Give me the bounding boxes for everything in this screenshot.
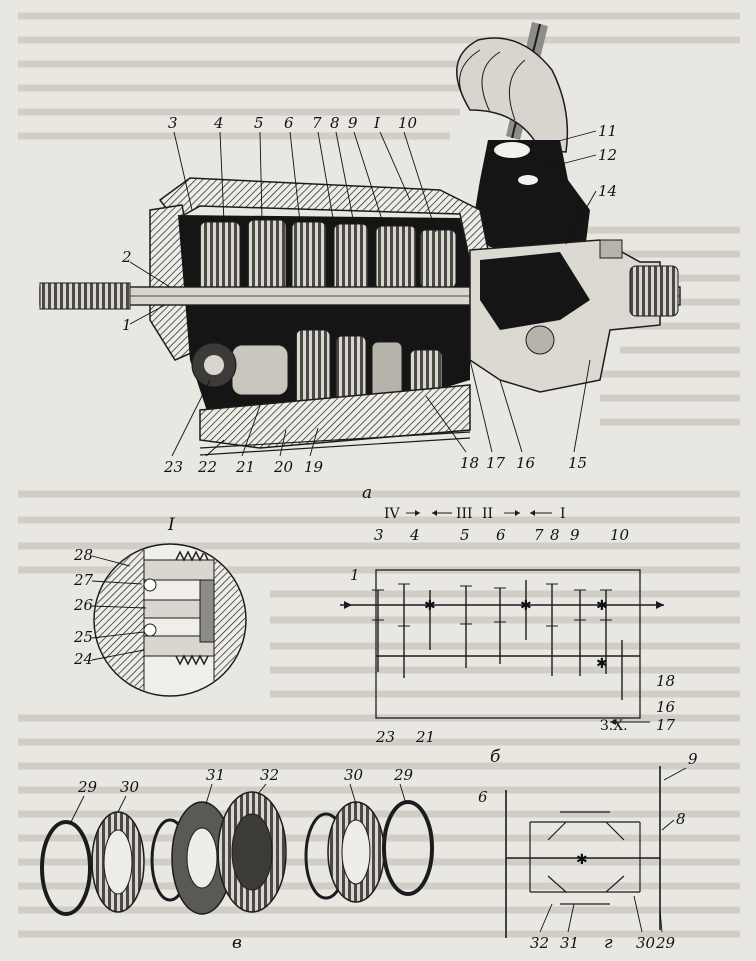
callout-19: 19 — [304, 458, 324, 476]
snap-ring-left — [40, 820, 92, 916]
scheme-v-callouts: 29 30 31 32 30 29 — [77, 766, 414, 796]
callout-21: 21 — [235, 458, 255, 476]
g-callout-30: 30 — [636, 934, 656, 952]
g-callout-6: 6 — [478, 788, 488, 806]
callout-6: 6 — [284, 114, 294, 132]
callout-12: 12 — [598, 146, 617, 164]
detail-I-callouts: 28 27 26 25 24 — [73, 546, 147, 668]
callout-I: I — [373, 114, 381, 132]
housing-base — [199, 384, 471, 449]
svg-text:✱: ✱ — [596, 656, 608, 672]
snap-ring-right — [382, 800, 434, 896]
gear-IV-label: IV — [384, 506, 401, 522]
svg-text:✱: ✱ — [520, 598, 532, 614]
svg-text:✱: ✱ — [424, 598, 436, 614]
b-callout-10: 10 — [610, 526, 630, 544]
callout-15: 15 — [568, 454, 587, 472]
b-callout-17: 17 — [656, 716, 676, 734]
b-callout-18: 18 — [656, 672, 675, 690]
callout-9: 9 — [348, 114, 358, 132]
view-a-leaders — [129, 130, 597, 457]
detail-I-title: I — [167, 515, 175, 535]
svg-text:✱: ✱ — [576, 852, 588, 868]
callout-5: 5 — [254, 114, 264, 132]
gear-II-label: II — [482, 506, 493, 522]
b-callout-3: 3 — [374, 526, 384, 544]
callout-27: 27 — [73, 571, 94, 589]
b-callout-6: 6 — [496, 526, 506, 544]
b-callout-23: 23 — [375, 728, 395, 746]
v-callout-31: 31 — [206, 766, 225, 784]
lower-gears — [191, 329, 443, 411]
b-callout-4: 4 — [409, 526, 420, 544]
v-callout-30b: 30 — [344, 766, 364, 784]
scheme-g-callouts: 9 6 8 32 31 30 29 — [478, 750, 698, 952]
synchronizer-exploded-view: 29 30 31 32 30 29 в — [40, 766, 434, 953]
b-callout-1: 1 — [350, 566, 360, 584]
callout-24: 24 — [73, 650, 93, 668]
upper-gears — [199, 219, 457, 293]
detail-I-view: I 28 27 26 25 24 — [73, 515, 247, 697]
g-callout-29: 29 — [655, 934, 676, 952]
b-callout-8: 8 — [550, 526, 560, 544]
g-callout-9: 9 — [688, 750, 698, 768]
gearbox-cutaway-view: 3 4 5 6 7 8 9 I 10 11 12 14 2 1 23 22 21… — [39, 22, 681, 503]
kinematic-scheme-b: IV III II I 3 4 5 6 7 8 9 10 1 18 16 17 … — [340, 506, 676, 767]
gear-III-label: III — [456, 506, 473, 522]
callout-17: 17 — [486, 454, 506, 472]
scheme-b-callouts: 3 4 5 6 7 8 9 10 1 18 16 17 23 21 З.Х. — [350, 526, 676, 746]
callout-7: 7 — [312, 114, 322, 132]
b-callout-7: 7 — [534, 526, 544, 544]
callout-10: 10 — [398, 114, 418, 132]
b-callout-5: 5 — [460, 526, 470, 544]
panel-label-a: а — [362, 483, 372, 503]
g-callout-31: 31 — [560, 934, 579, 952]
b-callout-9: 9 — [570, 526, 580, 544]
callout-1: 1 — [122, 316, 132, 334]
v-callout-29a: 29 — [77, 778, 98, 796]
callout-25: 25 — [73, 628, 93, 646]
callout-11: 11 — [598, 122, 617, 140]
callout-2: 2 — [121, 248, 132, 266]
gear-I-label: I — [560, 506, 566, 522]
callout-22: 22 — [197, 458, 217, 476]
panel-label-g: г — [604, 933, 613, 953]
v-callout-29b: 29 — [393, 766, 414, 784]
b-callout-21: 21 — [415, 728, 435, 746]
g-callout-32: 32 — [530, 934, 549, 952]
synchronizer-scheme-g: ✱ 9 6 8 32 31 30 29 г — [478, 750, 698, 953]
callout-4: 4 — [213, 114, 224, 132]
callout-26: 26 — [73, 596, 94, 614]
panel-label-b: б — [490, 747, 501, 767]
callout-16: 16 — [516, 454, 536, 472]
callout-28: 28 — [73, 546, 93, 564]
lever-boot — [456, 37, 569, 153]
svg-text:✱: ✱ — [596, 598, 608, 614]
callout-14: 14 — [598, 182, 617, 200]
v-callout-30a: 30 — [120, 778, 140, 796]
g-callout-8: 8 — [676, 810, 686, 828]
callout-23: 23 — [163, 458, 183, 476]
b-callout-16: 16 — [656, 698, 676, 716]
gear-position-labels: IV III II I — [384, 506, 566, 522]
callout-20: 20 — [273, 458, 294, 476]
panel-label-v: в — [232, 933, 242, 953]
callout-3: 3 — [168, 114, 178, 132]
v-callout-32: 32 — [260, 766, 279, 784]
callout-8: 8 — [330, 114, 340, 132]
callout-18: 18 — [460, 454, 479, 472]
scheme-v-leaders — [69, 783, 407, 825]
view-a-callouts: 3 4 5 6 7 8 9 I 10 11 12 14 2 1 23 22 21… — [121, 114, 617, 476]
